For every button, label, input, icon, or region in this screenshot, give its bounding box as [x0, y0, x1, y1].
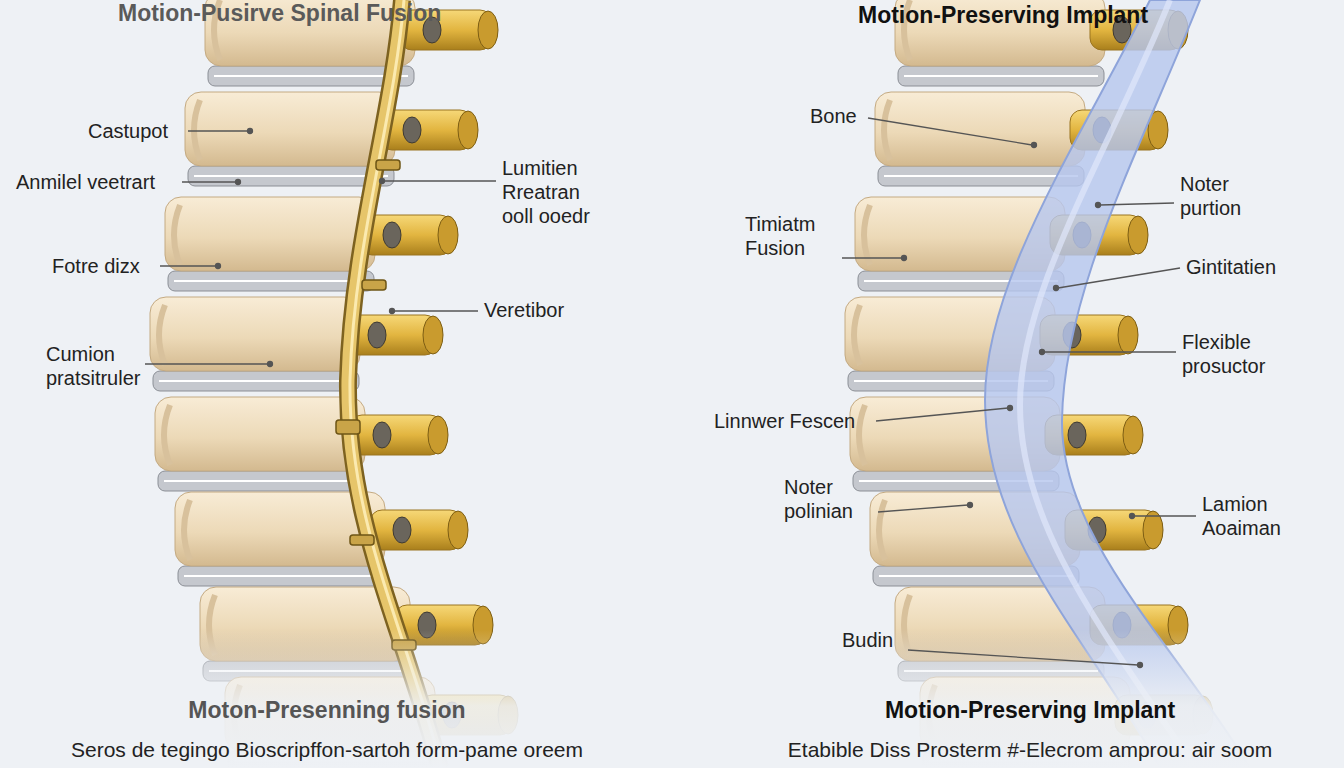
figure-caption-heading: Moton-Presenning fusion [188, 697, 465, 725]
part-label: Noter purtion [1180, 172, 1290, 220]
part-label: Gintitatien [1186, 255, 1276, 279]
figure-caption-heading: Motion-Preserving Implant [885, 697, 1175, 725]
part-label: Veretibor [484, 298, 564, 322]
vertebra [165, 197, 458, 291]
figure-heading: Motion-Preserving Implant [858, 2, 1148, 30]
part-label: Cumion pratsitruler [46, 342, 156, 390]
vertebra [185, 92, 478, 186]
part-label: Lumitien Rreatran ooll ooedr [502, 156, 614, 228]
leader-lines [145, 118, 1196, 668]
vertebra [175, 492, 468, 586]
part-label: Anmilel veetrart [16, 170, 155, 194]
part-label: Lamion Aoaiman [1202, 492, 1312, 540]
part-label: Castupot [88, 119, 168, 143]
figure-caption: Etabible Diss Prosterm #-Elecrom amprou:… [788, 737, 1272, 762]
part-label: Budin [842, 628, 893, 652]
figure-heading: Motion-Pusirve Spinal Fusion [118, 0, 441, 28]
rod-clamps [336, 160, 416, 650]
part-label: Linnwer Fescen [714, 409, 855, 433]
part-label: Noter polinian [784, 475, 884, 523]
bottom-fade [0, 630, 1344, 768]
part-label: Timiatm Fusion [745, 212, 845, 260]
figure-caption: Seros de tegingo Bioscripffon-sartoh for… [71, 737, 583, 762]
part-label: Bone [810, 104, 857, 128]
part-label: Flexible prosuctor [1182, 330, 1302, 378]
part-label: Fotre dizx [52, 254, 140, 278]
vertebra [155, 397, 448, 491]
